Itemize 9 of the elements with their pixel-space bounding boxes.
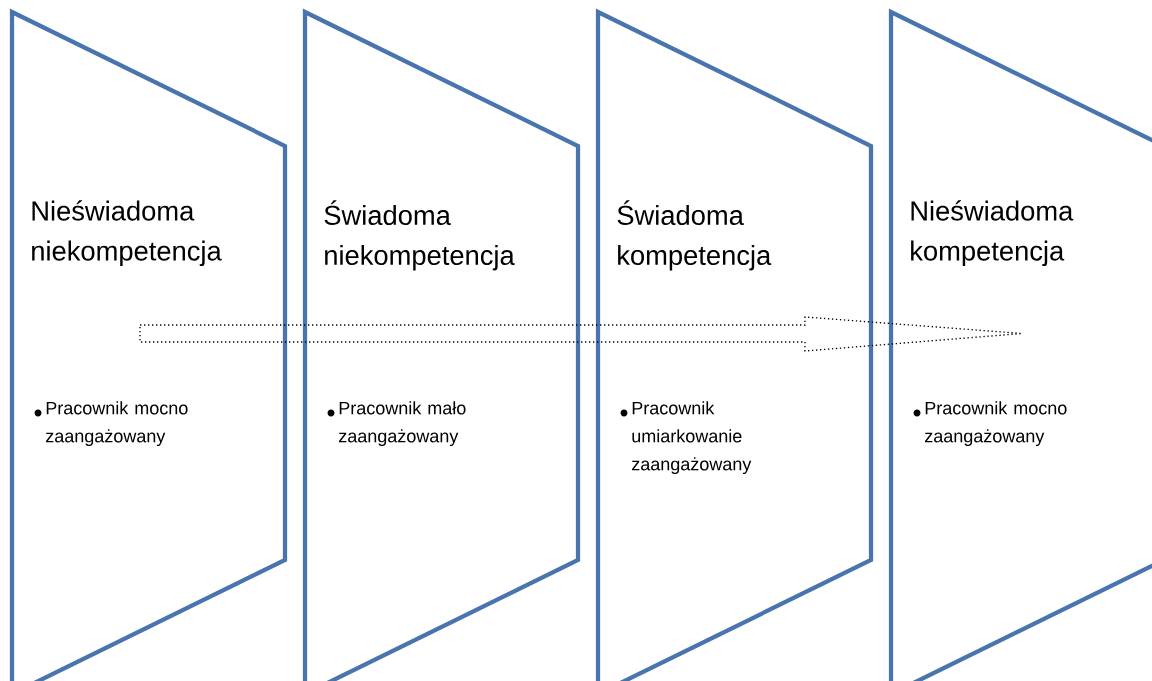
bullet-text: Pracownik umiarkowanie zaangażowany [632, 401, 752, 475]
heading-text: Świadoma niekompetencja [324, 200, 515, 271]
bullet-text: Pracownik mocno zaangażowany [925, 401, 1067, 447]
block-arrow [139, 316, 1023, 352]
heading-text: Nieświadoma niekompetencja [32, 200, 222, 267]
heading-text: Świadoma kompetencja [617, 200, 772, 271]
bullet-text: Pracownik mocno zaangażowany [46, 401, 188, 447]
bullet-text: Pracownik mało zaangażowany [339, 401, 466, 447]
heading-text: Nieświadoma kompetencja [911, 200, 1074, 267]
